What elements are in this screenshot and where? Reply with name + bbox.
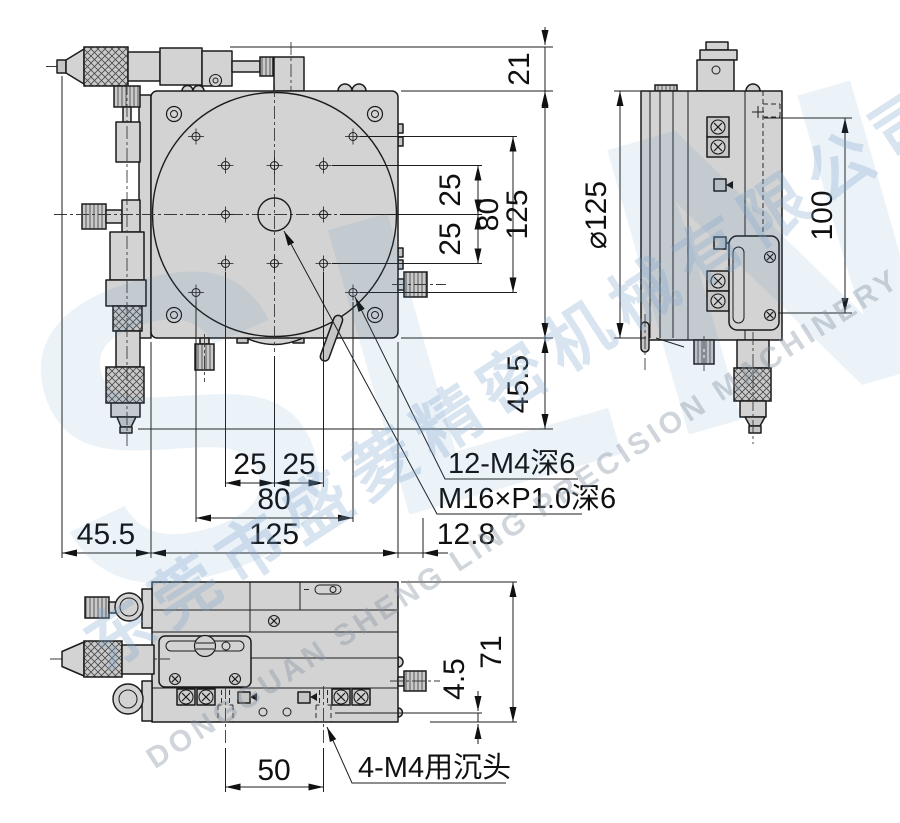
- dim-25-vertical-b: 25: [434, 222, 467, 255]
- front-right-knob: [390, 670, 440, 692]
- front-body: [151, 581, 404, 744]
- top-view: 12-M4深6 M16×P1.0深6 21: [46, 27, 616, 558]
- dim-80-vertical: 80: [472, 198, 505, 231]
- front-left-micrometer: [50, 588, 170, 722]
- dim-4-5: 4.5: [438, 658, 471, 700]
- side-view: ⌀125 100: [580, 41, 852, 444]
- label-center-thread: M16×P1.0深6: [438, 483, 616, 515]
- dim-25-horizontal-b: 25: [282, 448, 315, 481]
- dim-25-horizontal-a: 25: [233, 448, 266, 481]
- dim-25-vertical-a: 25: [434, 173, 467, 206]
- stage-top-plate: [54, 83, 450, 362]
- label-tapped-holes: 12-M4深6: [448, 448, 575, 480]
- front-view: 71 4.5 50 4-M4用沉头: [50, 581, 517, 792]
- dim-12-8: 12.8: [437, 518, 495, 551]
- dim-45-5-vertical: 45.5: [502, 355, 535, 413]
- side-body: [640, 41, 783, 370]
- side-bottom-micrometer: [693, 332, 772, 444]
- left-micrometer-assembly: [81, 82, 152, 446]
- dim-diameter-125: ⌀125: [580, 181, 613, 249]
- label-counterbore: 4-M4用沉头: [358, 751, 511, 784]
- dim-100: 100: [806, 190, 839, 240]
- dim-125-horizontal: 125: [249, 518, 299, 551]
- dim-71: 71: [475, 635, 508, 668]
- top-micrometer: [46, 42, 305, 95]
- side-view-dimensions: ⌀125 100: [580, 90, 852, 339]
- adjust-knobs: [194, 271, 446, 382]
- top-view-dimensions: 21 125 45.5 80 25 25 25 25 80 45.5 125 1…: [61, 27, 553, 558]
- dim-125-vertical: 125: [501, 189, 534, 239]
- dim-21: 21: [503, 52, 536, 85]
- dim-80-horizontal: 80: [257, 483, 290, 516]
- dim-45-5-horizontal: 45.5: [77, 518, 135, 551]
- front-view-dimensions: 71 4.5 50 4-M4用沉头: [225, 581, 517, 792]
- dim-50: 50: [257, 754, 290, 787]
